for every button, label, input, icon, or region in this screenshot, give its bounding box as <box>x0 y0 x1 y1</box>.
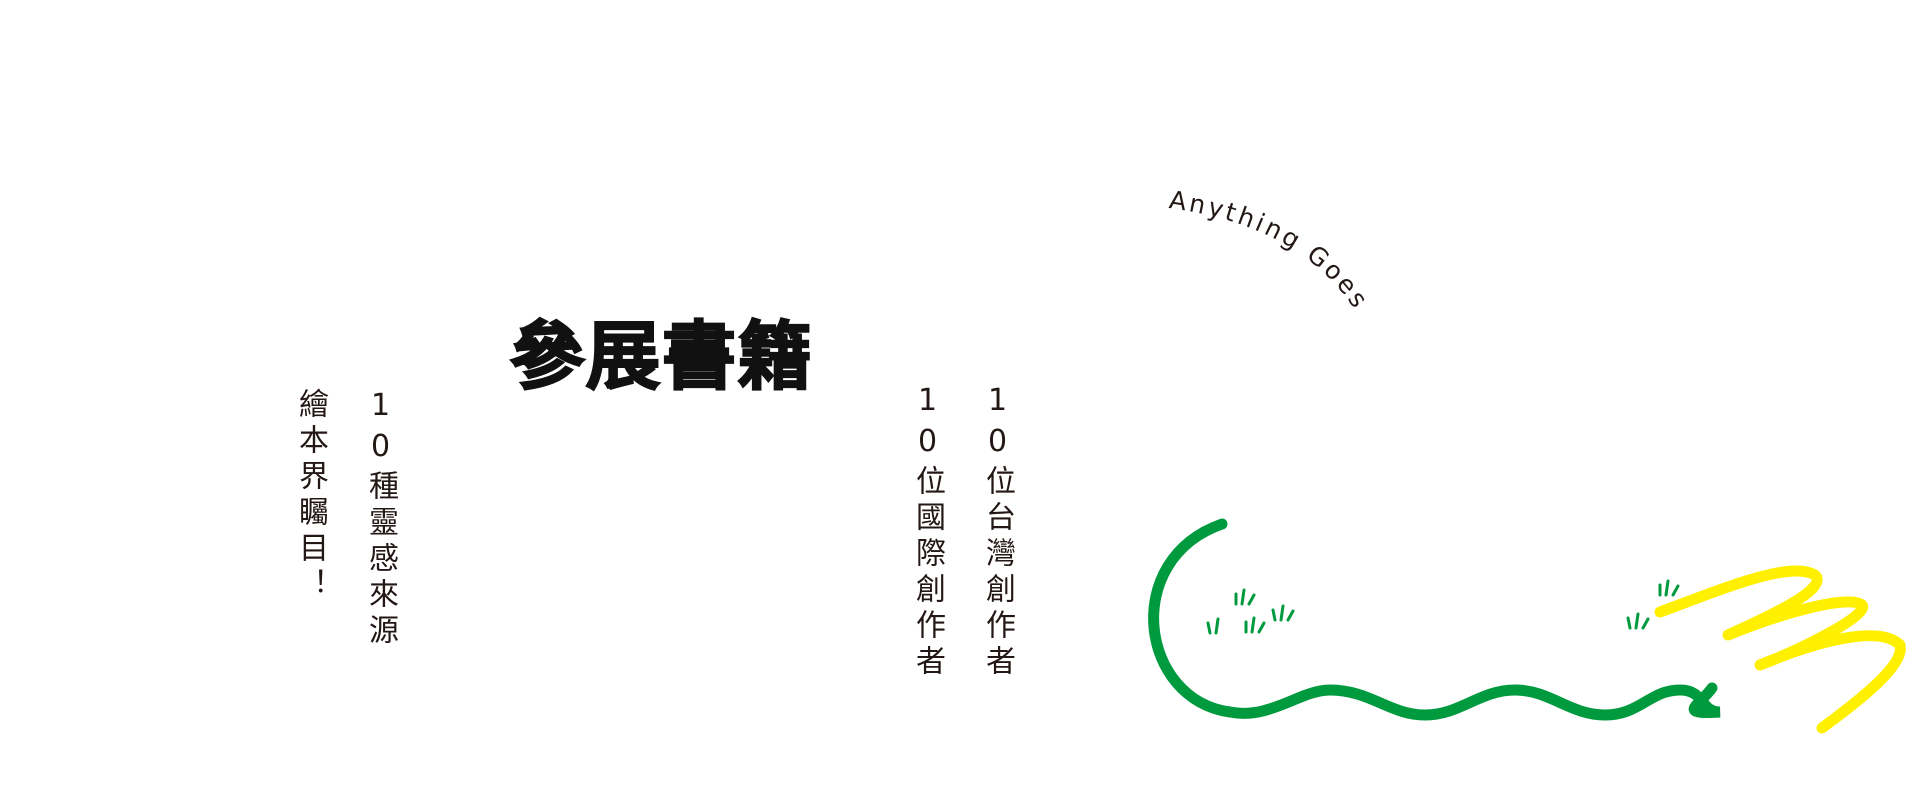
green-wave-line <box>1148 518 1721 721</box>
inspiration-sources-text: 10種靈感來源 <box>363 388 398 650</box>
yellow-scribble <box>1654 565 1906 734</box>
international-creators-text: 10位國際創作者 <box>910 383 945 681</box>
arc-tagline-path: Anything Goes <box>1167 185 1372 315</box>
arc-tagline: Anything Goes <box>1167 185 1375 315</box>
taiwan-creators-text: 10位台灣創作者 <box>980 383 1015 681</box>
page-title: 參展書籍 <box>509 314 814 400</box>
picture-book-attention-text: 繪本界矚目！ <box>293 388 328 604</box>
grass-marks <box>1206 579 1680 635</box>
